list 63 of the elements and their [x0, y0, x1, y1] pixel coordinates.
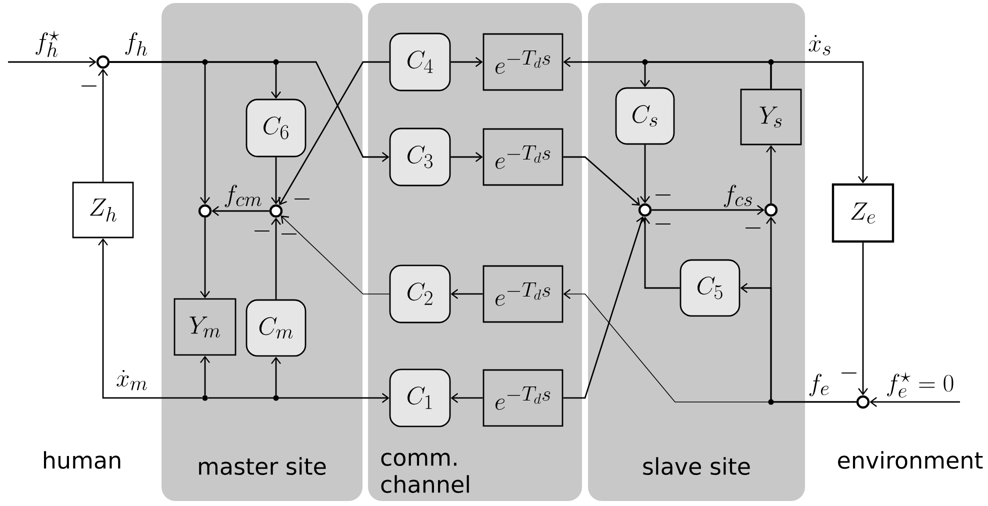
signal-label: $\dot{x}_s$ — [808, 34, 830, 56]
arrow — [766, 145, 776, 204]
section-label: environment — [838, 451, 983, 469]
delay-block: $e^{-T_d s}$ — [482, 128, 564, 186]
arrow — [563, 289, 857, 402]
arrow — [870, 397, 960, 407]
arrow — [652, 205, 764, 215]
summing-junction — [764, 203, 778, 217]
arrow — [208, 393, 390, 403]
summing-junction — [198, 204, 212, 218]
arrow — [563, 156, 640, 206]
arrow — [450, 289, 483, 299]
arrow — [271, 157, 281, 204]
signal-label: $f_{cm}$ — [224, 184, 262, 208]
arrow — [280, 216, 390, 294]
arrow — [450, 152, 483, 162]
section-label: human — [44, 451, 120, 469]
signal-label: $-$ — [254, 230, 270, 232]
arrow — [271, 218, 281, 300]
summing-junction — [269, 204, 283, 218]
summing-junction — [856, 395, 870, 409]
delay-block: $e^{-T_d s}$ — [482, 33, 564, 91]
arrow — [450, 57, 483, 67]
arrow — [110, 61, 390, 162]
summing-junction — [638, 203, 652, 217]
arrow — [98, 68, 108, 182]
controller-block: $C_6$ — [246, 98, 306, 158]
signal-label: $-$ — [655, 194, 671, 196]
controller-block: $C_3$ — [389, 128, 451, 186]
arrow — [200, 356, 210, 395]
controller-block: $C_4$ — [389, 32, 451, 92]
arrow — [278, 61, 390, 206]
signal-label: $f_{cs}$ — [724, 184, 752, 208]
signal-label: $f_h^\star$ — [36, 30, 60, 58]
controller-block: $C_5$ — [680, 259, 740, 317]
signal-label: $-$ — [294, 198, 310, 200]
signal-label: $-$ — [841, 372, 857, 374]
controller-block: $C_1$ — [389, 368, 451, 428]
arrow — [200, 218, 210, 298]
signal-label: $f_e^\star = 0$ — [887, 372, 954, 398]
arrow — [212, 206, 270, 216]
arrow — [8, 57, 96, 67]
controller-block: $C_2$ — [389, 264, 451, 324]
signal-label: $\dot{x}_m$ — [116, 370, 147, 390]
controller-block: $C_m$ — [246, 299, 306, 357]
delay-block: $e^{-T_d s}$ — [482, 265, 564, 323]
arrow — [450, 393, 483, 403]
summing-junction — [96, 55, 110, 69]
arrow — [858, 242, 868, 396]
transfer-block: $Z_e$ — [832, 183, 894, 243]
delay-block: $e^{-T_d s}$ — [482, 369, 564, 427]
arrow — [770, 61, 868, 184]
transfer-block: $Z_h$ — [72, 182, 134, 238]
arrow — [640, 144, 650, 204]
controller-block: $C_s$ — [615, 87, 675, 145]
signal-label: $f_e$ — [809, 374, 829, 396]
transfer-block: $Y_m$ — [174, 298, 236, 356]
transfer-block: $Y_s$ — [740, 88, 802, 146]
arrow — [271, 356, 281, 395]
arrow — [98, 238, 202, 399]
arrow — [640, 216, 680, 289]
arrow — [563, 216, 646, 399]
signal-label: $f_h$ — [125, 32, 147, 56]
